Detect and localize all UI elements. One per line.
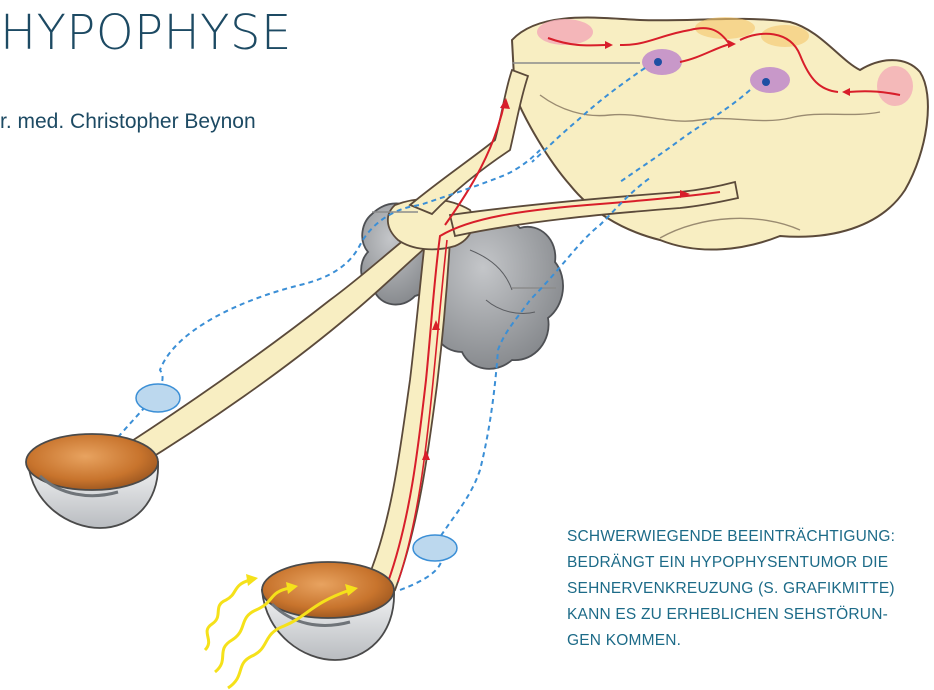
caption-line: SCHWERWIEGENDE BEEINTRÄCHTIGUNG: bbox=[567, 524, 933, 550]
caption-line: KANN ES ZU ERHEBLICHEN SEHSTÖRUN- bbox=[567, 602, 933, 628]
caption-line: SEHNERVENKREUZUNG (S. GRAFIKMITTE) bbox=[567, 576, 933, 602]
caption-text: SCHWERWIEGENDE BEEINTRÄCHTIGUNG: BEDRÄNG… bbox=[567, 524, 933, 654]
page-title: HYPOPHYSE bbox=[0, 0, 292, 66]
left-eye bbox=[26, 434, 158, 528]
caption-line: GEN KOMMEN. bbox=[567, 628, 933, 654]
caption-line: BEDRÄNGT EIN HYPOPHYSENTUMOR DIE bbox=[567, 550, 933, 576]
author-byline: r. med. Christopher Beynon bbox=[0, 108, 256, 136]
right-eye bbox=[262, 562, 394, 660]
